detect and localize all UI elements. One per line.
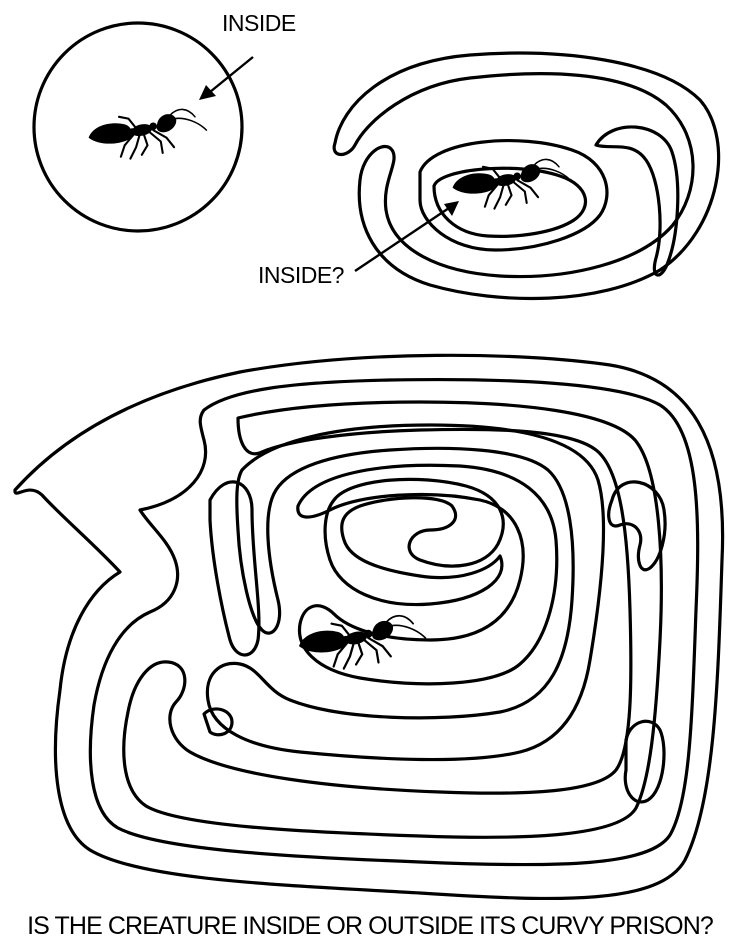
ant-in-circle [89,109,207,158]
inside-arrow [199,57,253,100]
caption: IS THE CREATURE INSIDE OR OUTSIDE ITS CU… [0,912,740,941]
maze-enclosure [15,355,723,898]
label-inside: INSIDE [222,10,296,37]
label-inside-question: INSIDE? [258,262,344,289]
